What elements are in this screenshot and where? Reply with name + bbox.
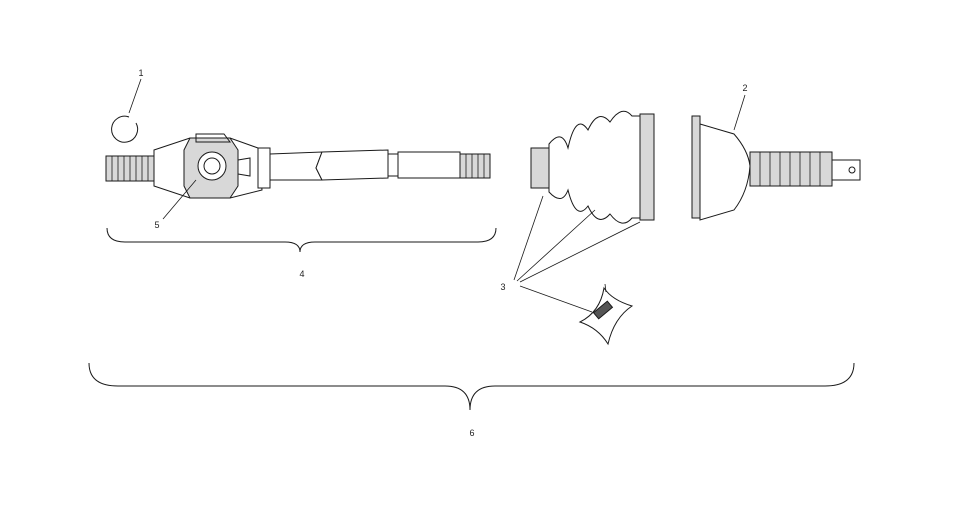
callout-1: 1 bbox=[138, 68, 143, 78]
snap-ring bbox=[111, 78, 142, 143]
callout-3: 3 bbox=[500, 282, 505, 292]
callout-4: 4 bbox=[299, 269, 304, 279]
outer-cv-joint bbox=[691, 94, 861, 221]
assembly-brace bbox=[88, 362, 855, 411]
inner-shaft-assembly bbox=[105, 133, 497, 253]
callout-6: 6 bbox=[469, 428, 474, 438]
boot-kit bbox=[513, 110, 655, 346]
callout-2: 2 bbox=[742, 83, 747, 93]
callout-5: 5 bbox=[154, 220, 159, 230]
